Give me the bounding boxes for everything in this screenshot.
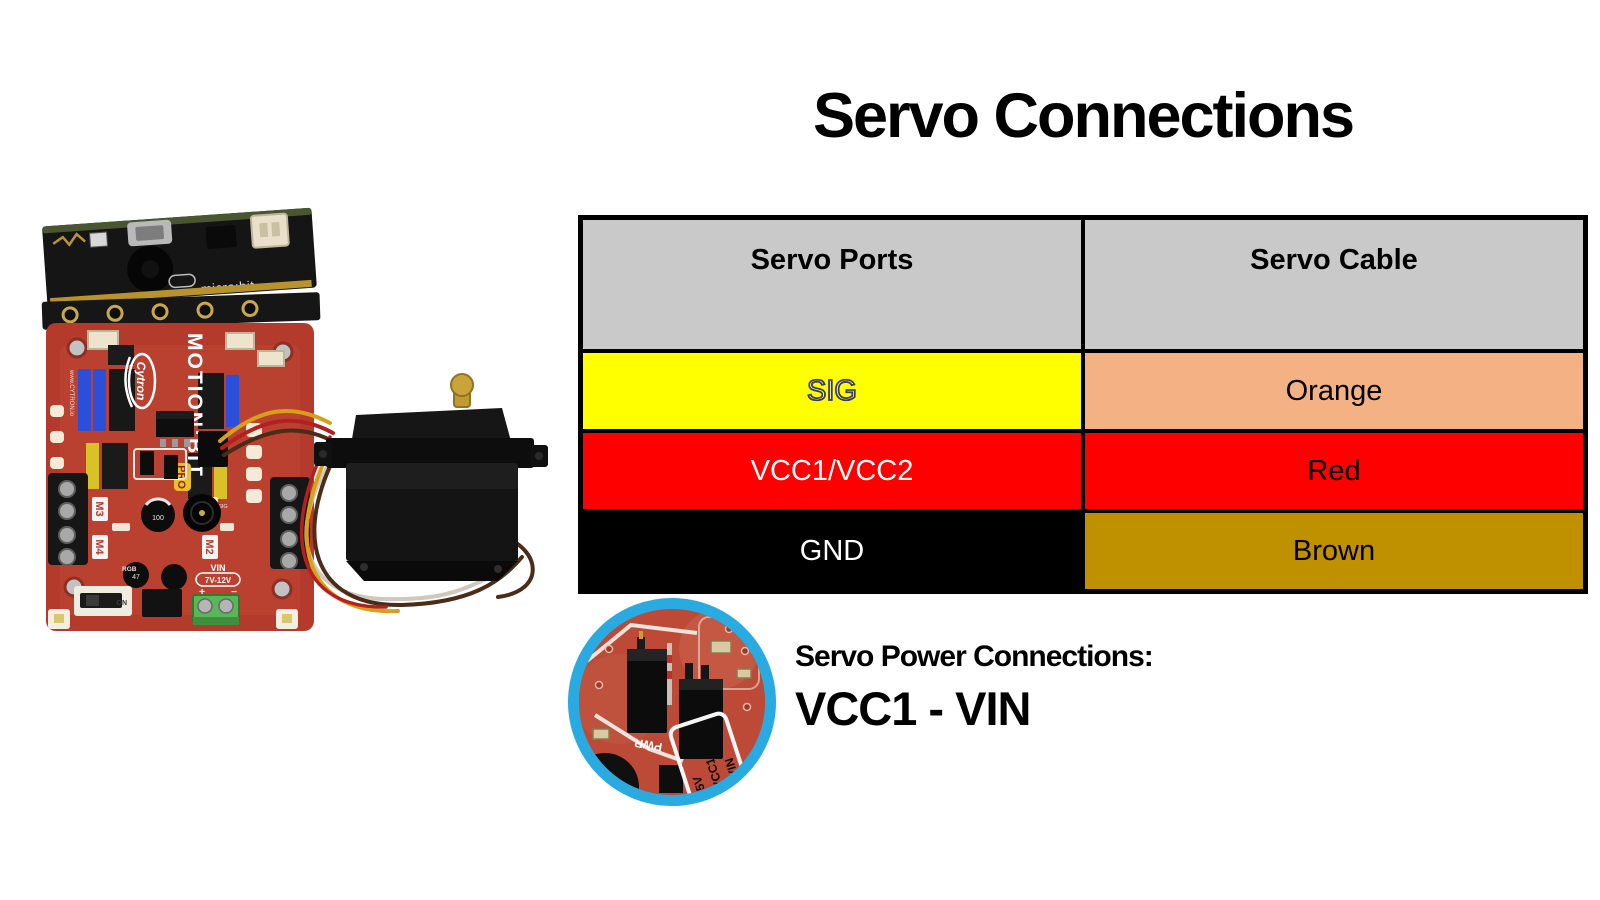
svg-text:M2: M2 <box>203 539 215 554</box>
blue-header <box>226 375 239 427</box>
power-switch: ON <box>74 586 132 616</box>
svg-text:47: 47 <box>132 574 140 581</box>
servo-connections-table: Servo Ports Servo Cable SIG Orange VCC1/… <box>578 215 1588 594</box>
motor-label-m3: M3 <box>92 497 108 521</box>
servo-power-connections-value: VCC1 - VIN <box>795 682 1031 735</box>
cell-cable-red: Red <box>1083 431 1585 511</box>
minus-mark: − <box>231 587 237 598</box>
svg-text:Cytron: Cytron <box>134 362 148 401</box>
motionbit-board: GND VCC1 SIG www.CYTRON.io Cytron MOTION… <box>46 323 314 631</box>
motor-terminal-left <box>48 473 88 566</box>
svg-text:100: 100 <box>152 515 164 522</box>
cell-port-vcc: VCC1/VCC2 <box>581 431 1083 511</box>
microbit-board: micro:bit <box>42 207 317 307</box>
motor-label-m4: M4 <box>92 535 108 559</box>
jumper-label-box: 5V VCC1 VIN <box>668 711 748 795</box>
power-jumper <box>140 451 154 475</box>
cell-port-gnd: GND <box>581 511 1083 591</box>
jumper-closeup-inset: PWR 5V VCC1 VIN <box>568 598 776 806</box>
vin-range-label: 7V-12V <box>205 576 232 585</box>
electrolytic-capacitor: 100 <box>141 497 175 532</box>
page-title: Servo Connections <box>812 81 1355 151</box>
servo-power-connections-label: Servo Power Connections: <box>795 640 1154 673</box>
svg-text:ON: ON <box>117 600 128 607</box>
vin-terminal <box>192 594 240 625</box>
power-jumper <box>164 455 178 479</box>
vin-label: VIN <box>210 563 225 573</box>
jst-connector <box>257 350 285 367</box>
blue-header <box>78 369 91 431</box>
plus-mark: + <box>199 587 205 598</box>
jst-connector <box>87 330 119 350</box>
buzzer <box>183 494 221 532</box>
small-capacitor: 47 <box>123 562 149 588</box>
column-header-servo-cable: Servo Cable <box>1083 218 1585 351</box>
column-header-servo-ports: Servo Ports <box>581 218 1083 351</box>
website-silkscreen: www.CYTRON.io <box>68 369 74 417</box>
bbc-logo <box>168 273 196 289</box>
servo-cable-wires <box>218 408 535 614</box>
battery-connector <box>249 212 290 249</box>
cytron-logo: Cytron <box>124 352 157 410</box>
svg-text:M3: M3 <box>93 501 105 516</box>
edge-connector <box>41 292 321 330</box>
jumper-block <box>627 649 667 733</box>
driver-ic <box>142 589 182 617</box>
yellow-header <box>86 443 99 489</box>
pwr-label: PWR <box>633 736 663 755</box>
motor-label-m2: M2 <box>202 535 218 559</box>
motor-terminal-right <box>270 477 310 570</box>
cell-port-sig: SIG <box>581 351 1083 431</box>
small-capacitor <box>161 564 187 590</box>
jst-connector <box>225 332 255 350</box>
cell-cable-orange: Orange <box>1083 351 1585 431</box>
jumper-closeup-art: PWR 5V VCC1 VIN <box>579 609 765 795</box>
antenna-trace <box>52 232 86 247</box>
voltage-regulator <box>156 419 194 437</box>
rgb-silkscreen: RGB <box>122 566 137 573</box>
motionbit-servo-photo: micro:bit <box>41 207 548 631</box>
servo-motor <box>314 373 548 581</box>
blue-header <box>93 369 106 431</box>
cell-cable-brown: Brown <box>1083 511 1585 591</box>
servo-flange <box>326 438 534 468</box>
label-5v: 5V <box>690 774 708 792</box>
svg-text:M4: M4 <box>93 539 105 555</box>
